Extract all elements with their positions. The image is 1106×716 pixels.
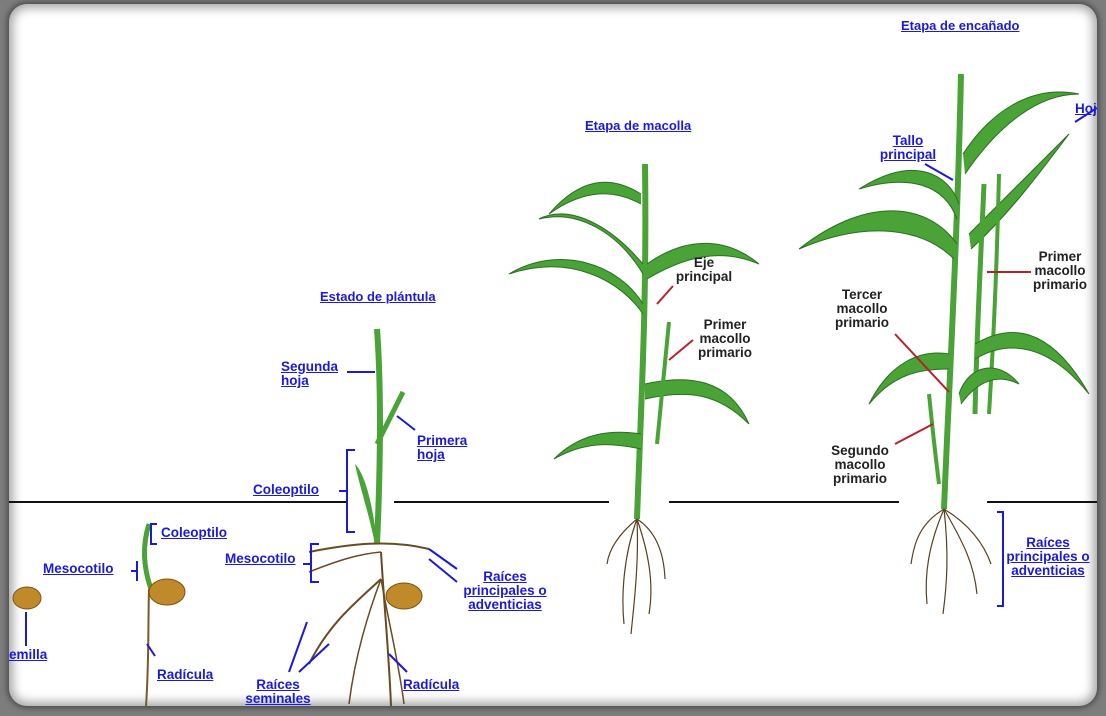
label-primer-macollo-1: Primer macollo primario (695, 318, 755, 360)
label-primer-macollo-2: Primer macollo primario (1029, 250, 1091, 292)
stage-title-plantula: Estado de plántula (320, 289, 436, 304)
label-mesocotilo-2: Mesocotilo (225, 552, 296, 566)
label-tallo-principal: Tallo principal (879, 134, 937, 162)
label-leaders (26, 108, 1097, 672)
label-radicula-2: Radícula (403, 678, 459, 692)
label-coleoptilo-2: Coleoptilo (253, 483, 319, 497)
label-raices-seminales: Raíces seminales (243, 678, 313, 706)
label-segunda-hoja: Segunda hoja (281, 360, 341, 388)
tillering-plant (509, 164, 759, 634)
label-mesocotilo-1: Mesocotilo (43, 562, 114, 576)
stage-title-macolla: Etapa de macolla (585, 118, 691, 133)
stem-elongation-plant (799, 74, 1089, 614)
label-raices-adv-1: Raíces principales o adventicias (455, 570, 555, 612)
label-semilla: emilla (9, 648, 47, 662)
diagram-frame: Estado de plántula Etapa de macolla Etap… (9, 4, 1097, 706)
label-primera-hoja: Primera hoja (417, 434, 473, 462)
seed-1 (13, 587, 41, 609)
label-raices-adv-2: Raíces principales o adventicias (1003, 536, 1093, 578)
label-coleoptilo-1: Coleoptilo (161, 526, 227, 540)
label-segundo-macollo: Segundo macollo primario (825, 444, 895, 486)
label-eje-principal: Eje principal (669, 256, 739, 284)
stage-title-encanado: Etapa de encañado (901, 18, 1019, 33)
label-tercer-macollo: Tercer macollo primario (829, 288, 895, 330)
label-hoja: Hoja (1075, 102, 1097, 116)
label-radicula-1: Radícula (157, 668, 213, 682)
